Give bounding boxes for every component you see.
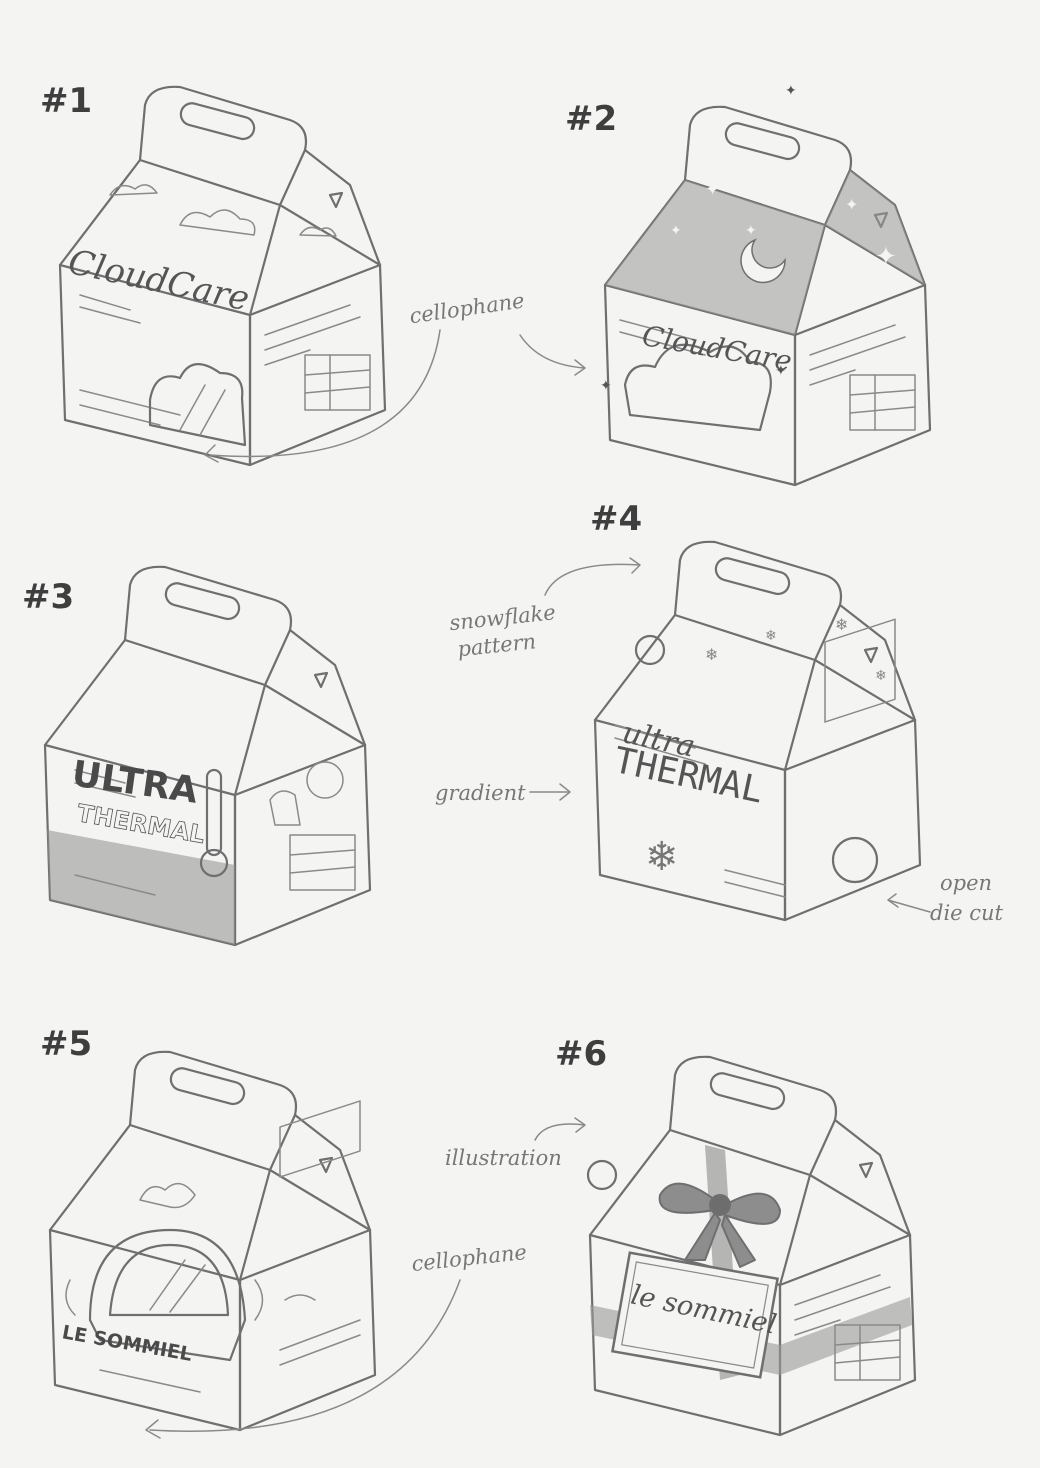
arrow-cellophane-right [519, 334, 586, 376]
sketch-1-logo: CloudCare [65, 242, 253, 319]
svg-text:✦: ✦ [785, 83, 797, 99]
svg-text:✦: ✦ [875, 242, 897, 272]
svg-text:✦: ✦ [600, 378, 612, 394]
sketch-1 [58, 85, 387, 467]
arrow-cellophane-bottom [145, 1279, 461, 1439]
svg-text:✦: ✦ [670, 223, 682, 239]
sketch-2: ✦ ✦ ✦ ✦ ✦ ✦ ✦ ✦ [600, 83, 932, 487]
sketch-6 [586, 1055, 917, 1437]
arrow-open-die-cut [887, 893, 931, 913]
svg-text:❄: ❄ [765, 628, 777, 644]
note-snowflake-line1: snowflake [448, 600, 557, 635]
sketch-3-number: #3 [22, 577, 74, 617]
svg-text:✦: ✦ [845, 195, 858, 214]
note-cellophane-bottom: cellophane [410, 1240, 528, 1276]
sketch-4-number: #4 [590, 499, 642, 539]
sketch-4: ❄ ❄ ❄ ❄ ❄ [593, 540, 922, 922]
note-gradient: gradient [435, 781, 526, 805]
sketch-5-logo: LE SOMMIEL [60, 1321, 193, 1366]
svg-text:✦: ✦ [745, 223, 757, 239]
arrow-snowflake [544, 557, 641, 596]
sketch-2-number: #2 [565, 99, 617, 139]
svg-text:✦: ✦ [775, 363, 787, 379]
svg-text:✦: ✦ [705, 179, 720, 200]
sketch-5 [48, 1050, 377, 1432]
sketch-5-number: #5 [40, 1024, 92, 1064]
note-open-line1: open [940, 871, 992, 895]
svg-text:❄: ❄ [875, 668, 887, 684]
arrow-illustration [534, 1117, 586, 1141]
svg-text:❄: ❄ [835, 615, 848, 634]
arrow-cellophane-top [204, 329, 441, 463]
note-snowflake-line2: pattern [456, 629, 537, 661]
svg-text:❄: ❄ [645, 834, 679, 880]
note-open-line2: die cut [930, 901, 1004, 925]
note-cellophane-top: cellophane [408, 288, 526, 328]
sketch-6-number: #6 [555, 1034, 607, 1074]
arrow-gradient [529, 783, 571, 801]
note-illustration: illustration [445, 1146, 562, 1170]
sketch-3 [43, 565, 372, 947]
sketch-1-number: #1 [40, 81, 92, 121]
svg-text:❄: ❄ [705, 645, 718, 664]
